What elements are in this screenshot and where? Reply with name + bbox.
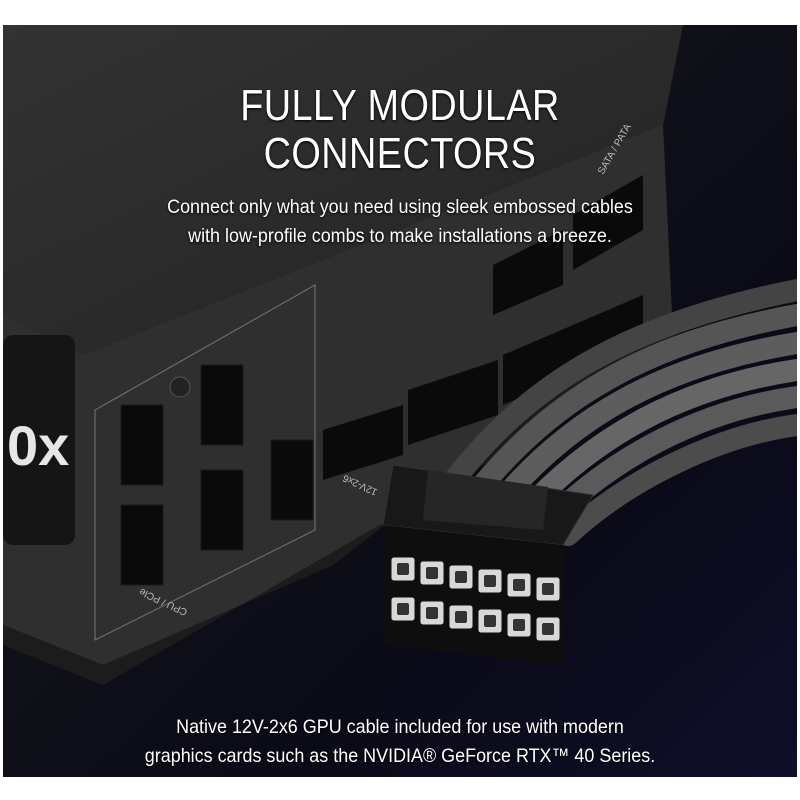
connector-pin-hole bbox=[426, 567, 438, 579]
headline-line-2: CONNECTORS bbox=[263, 129, 537, 178]
connector-pin-hole bbox=[513, 619, 525, 631]
footer-line-2: graphics cards such as the NVIDIA® GeFor… bbox=[144, 745, 656, 767]
atx-ports bbox=[323, 175, 643, 480]
connector-pin-hole bbox=[397, 563, 409, 575]
psu-illustration: 0x CPU / PCIe 12V-2x6 SATA / PATA bbox=[3, 25, 797, 777]
connector-pin-hole bbox=[426, 607, 438, 619]
connector-pin-hole bbox=[542, 583, 554, 595]
connector-pin-hole bbox=[455, 611, 467, 623]
connector-pin-hole bbox=[455, 571, 467, 583]
screw-icon bbox=[169, 376, 191, 398]
footer-line-1: Native 12V-2x6 GPU cable included for us… bbox=[176, 716, 624, 738]
sleeved-cables bbox=[432, 279, 797, 546]
subheadline-line-1: Connect only what you need using sleek e… bbox=[167, 196, 633, 218]
cpu-pcie-ports bbox=[120, 364, 314, 586]
badge-text: 0x bbox=[7, 414, 69, 477]
headline-line-1: FULLY MODULAR bbox=[240, 81, 560, 130]
connector-pin-hole bbox=[513, 579, 525, 591]
subheadline-line-2: with low-profile combs to make installat… bbox=[188, 225, 612, 247]
psu-top-surface bbox=[3, 25, 683, 355]
connector-pin-hole bbox=[484, 575, 496, 587]
connector-pin-hole bbox=[484, 615, 496, 627]
product-image: 0x CPU / PCIe 12V-2x6 SATA / PATA bbox=[3, 25, 797, 777]
connector-pin-hole bbox=[542, 623, 554, 635]
connector-pins bbox=[390, 556, 561, 642]
badge-panel bbox=[3, 335, 75, 545]
connector-pin-hole bbox=[397, 603, 409, 615]
